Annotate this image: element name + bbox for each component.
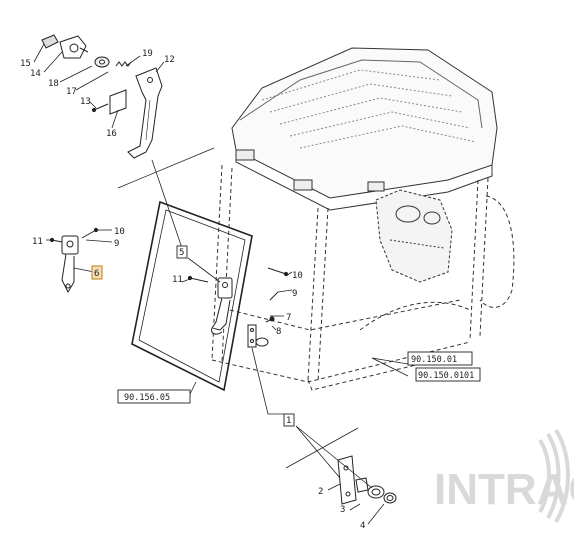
label-2: 2 <box>318 487 323 497</box>
label-18: 18 <box>48 79 59 89</box>
callout-box-1 <box>283 413 295 427</box>
label-19: 19 <box>142 49 153 59</box>
callout-box-6 <box>91 265 103 280</box>
label-9-left: 9 <box>114 239 119 249</box>
latch-assembly <box>49 227 99 294</box>
label-11-left: 11 <box>32 237 43 247</box>
label-7: 7 <box>286 313 291 323</box>
label-15: 15 <box>20 59 31 69</box>
label-8: 8 <box>276 327 281 337</box>
label-16: 16 <box>106 129 117 139</box>
label-17: 17 <box>66 87 77 97</box>
callout-box-5 <box>176 245 188 259</box>
label-12: 12 <box>164 55 175 65</box>
hinge-pin-assembly <box>337 455 397 505</box>
ref-90-150-01: 90.150.01 <box>411 355 457 365</box>
label-10-left: 10 <box>114 227 125 237</box>
label-4: 4 <box>360 521 365 531</box>
boxed-callouts: 5 6 1 <box>91 245 295 427</box>
part-labels: 15 14 18 17 19 12 13 16 11 10 9 11 10 9 … <box>20 49 365 531</box>
reference-boxes: 90.150.01 90.150.0101 90.156.05 <box>117 351 481 404</box>
hinge-plate <box>247 324 269 348</box>
outer-handle-assembly <box>41 34 163 159</box>
door-glass-frame <box>131 200 253 392</box>
callout-1: 1 <box>286 416 291 426</box>
label-10-center: 10 <box>292 271 303 281</box>
door-handle-inner <box>211 277 233 335</box>
tractor-cab <box>211 47 515 391</box>
label-11-center: 11 <box>172 275 183 285</box>
callout-5: 5 <box>179 248 184 258</box>
leader-lines <box>33 43 409 525</box>
label-9-center: 9 <box>292 289 297 299</box>
intrac-watermark: INTRAC <box>434 428 574 523</box>
label-3: 3 <box>340 505 345 515</box>
label-14: 14 <box>30 69 41 79</box>
ref-90-156-05: 90.156.05 <box>124 393 170 403</box>
callout-6: 6 <box>94 269 99 279</box>
ref-90-150-0101: 90.150.0101 <box>418 371 474 381</box>
label-13: 13 <box>80 97 91 107</box>
